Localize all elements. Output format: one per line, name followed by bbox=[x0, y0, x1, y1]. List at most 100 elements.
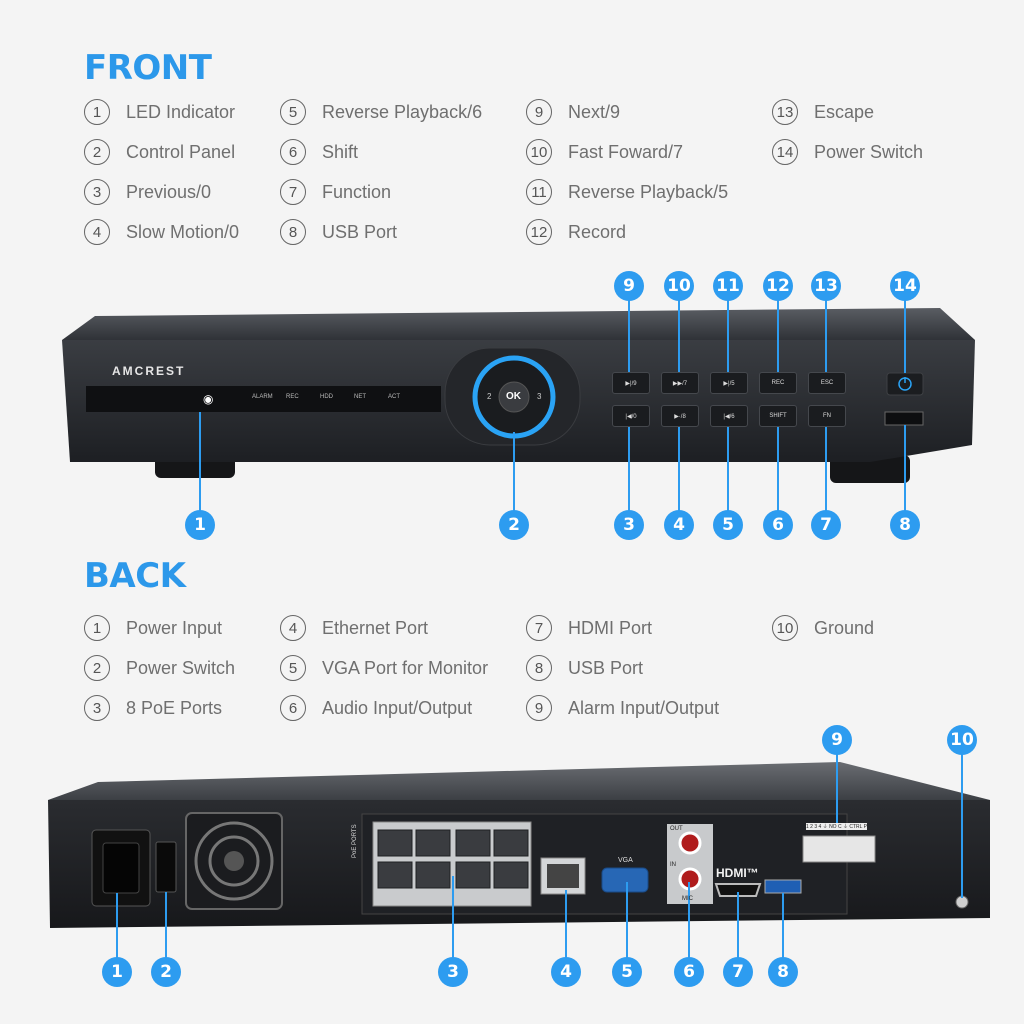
front-callout: 8 bbox=[890, 510, 920, 540]
brand-logo: AMCREST bbox=[112, 364, 186, 378]
panel-button[interactable]: ▶▶/7 bbox=[661, 372, 699, 394]
front-legend-item: 3 Previous/0 bbox=[84, 178, 211, 206]
legend-number: 9 bbox=[526, 695, 552, 721]
audio-out-label: OUT bbox=[670, 826, 683, 832]
legend-number: 10 bbox=[526, 139, 552, 165]
panel-button[interactable]: ▶·/8 bbox=[661, 405, 699, 427]
panel-button[interactable]: REC bbox=[759, 372, 797, 394]
legend-label: Reverse Playback/6 bbox=[322, 101, 483, 122]
nav-left-label: 2 bbox=[487, 392, 492, 401]
back-callout: 4 bbox=[551, 957, 581, 987]
back-heading: BACK bbox=[84, 556, 186, 596]
legend-label: HDMI Port bbox=[568, 617, 653, 638]
legend-label: Record bbox=[568, 221, 627, 242]
legend-label: Function bbox=[322, 181, 392, 202]
legend-number: 3 bbox=[84, 695, 110, 721]
legend-label: Ethernet Port bbox=[322, 617, 429, 638]
ok-label: OK bbox=[506, 391, 521, 402]
legend-number: 5 bbox=[280, 99, 306, 125]
back-legend-item: 5 VGA Port for Monitor bbox=[280, 654, 488, 682]
legend-label: USB Port bbox=[568, 657, 644, 678]
back-callout: 10 bbox=[947, 725, 977, 755]
panel-button[interactable]: ▶|/5 bbox=[710, 372, 748, 394]
legend-label: LED Indicator bbox=[126, 101, 236, 122]
hdmi-label: HDMI™ bbox=[716, 866, 759, 880]
front-callout: 10 bbox=[664, 271, 694, 301]
back-callout: 6 bbox=[674, 957, 704, 987]
panel-button[interactable]: ▶|/9 bbox=[612, 372, 650, 394]
back-callout: 1 bbox=[102, 957, 132, 987]
front-top-surface bbox=[62, 308, 975, 340]
legend-label: Power Switch bbox=[126, 657, 236, 678]
legend-number: 8 bbox=[280, 219, 306, 245]
legend-number: 14 bbox=[772, 139, 798, 165]
front-callout: 3 bbox=[614, 510, 644, 540]
alarm-terminal-label: 1 2 3 4 ⏚ NO C ⏚ CTRL P bbox=[806, 823, 867, 830]
legend-label: 8 PoE Ports bbox=[126, 697, 223, 718]
back-callout: 5 bbox=[612, 957, 642, 987]
legend-number: 8 bbox=[526, 655, 552, 681]
front-legend-item: 5 Reverse Playback/6 bbox=[280, 98, 482, 126]
panel-button[interactable]: |◀/0 bbox=[612, 405, 650, 427]
legend-label: Power Switch bbox=[814, 141, 924, 162]
indicator-label: ALARM bbox=[252, 394, 273, 400]
front-callout: 12 bbox=[763, 271, 793, 301]
legend-number: 1 bbox=[84, 615, 110, 641]
legend-label: Audio Input/Output bbox=[322, 697, 473, 718]
audio-in-label: IN bbox=[670, 862, 676, 868]
mic-label: MIC bbox=[682, 896, 693, 902]
front-callout: 6 bbox=[763, 510, 793, 540]
legend-label: Escape bbox=[814, 101, 875, 122]
front-callout: 5 bbox=[713, 510, 743, 540]
panel-button[interactable]: ESC bbox=[808, 372, 846, 394]
panel-button[interactable]: |◀/6 bbox=[710, 405, 748, 427]
legend-number: 6 bbox=[280, 139, 306, 165]
indicator-label: ACT bbox=[388, 394, 400, 400]
legend-number: 1 bbox=[84, 99, 110, 125]
legend-label: VGA Port for Monitor bbox=[322, 657, 489, 678]
legend-number: 7 bbox=[280, 179, 306, 205]
ok-button bbox=[498, 381, 530, 413]
panel-button[interactable]: SHIFT bbox=[759, 405, 797, 427]
front-legend-item: 13 Escape bbox=[772, 98, 874, 126]
legend-label: USB Port bbox=[322, 221, 398, 242]
legend-number: 7 bbox=[526, 615, 552, 641]
legend-label: Previous/0 bbox=[126, 181, 212, 202]
legend-number: 5 bbox=[280, 655, 306, 681]
front-callout: 4 bbox=[664, 510, 694, 540]
back-legend-item: 8 USB Port bbox=[526, 654, 643, 682]
panel-button[interactable]: FN bbox=[808, 405, 846, 427]
back-top-surface bbox=[48, 762, 990, 800]
legend-number: 13 bbox=[772, 99, 798, 125]
indicator-label: HDD bbox=[320, 394, 333, 400]
legend-number: 11 bbox=[526, 179, 552, 205]
vga-label: VGA bbox=[618, 857, 633, 864]
nav-right-label: 3 bbox=[537, 392, 542, 401]
hdmi-port bbox=[714, 883, 762, 897]
legend-label: Power Input bbox=[126, 617, 223, 638]
vga-port bbox=[601, 867, 649, 893]
front-legend-item: 14 Power Switch bbox=[772, 138, 923, 166]
legend-label: Slow Motion/0 bbox=[126, 221, 240, 242]
legend-number: 3 bbox=[84, 179, 110, 205]
alarm-terminal bbox=[802, 835, 876, 863]
front-callout: 2 bbox=[499, 510, 529, 540]
front-legend-item: 7 Function bbox=[280, 178, 391, 206]
back-power-switch bbox=[155, 841, 177, 893]
power-button bbox=[886, 372, 924, 396]
indicator-label: REC bbox=[286, 394, 299, 400]
front-callout: 14 bbox=[890, 271, 920, 301]
legend-label: Ground bbox=[814, 617, 875, 638]
